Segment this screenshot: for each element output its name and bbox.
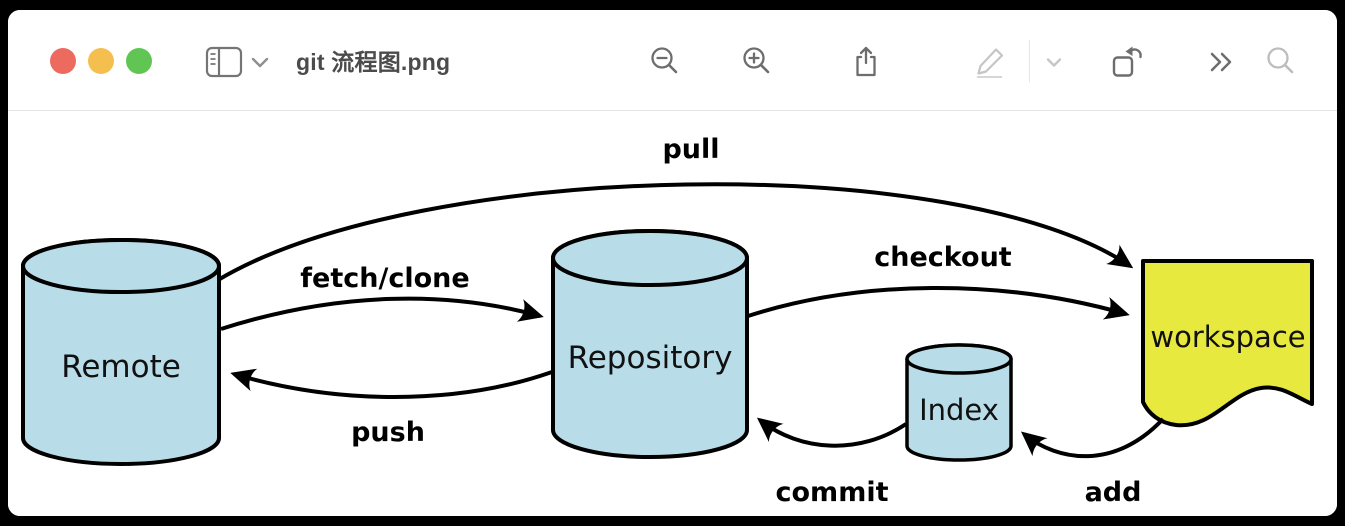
edge-pull xyxy=(216,182,1134,282)
node-workspace: workspace xyxy=(1141,259,1314,428)
minimize-button[interactable] xyxy=(88,48,114,74)
edge-add xyxy=(1020,417,1165,459)
edge-fetch-clone xyxy=(220,296,544,331)
zoom-out-button[interactable] xyxy=(645,42,685,82)
node-repository-label: Repository xyxy=(568,340,733,376)
edge-push-label: push xyxy=(351,417,425,448)
pencil-icon xyxy=(977,48,1004,78)
edge-fetch-clone-label: fetch/clone xyxy=(300,263,469,294)
rotate-left-icon xyxy=(1112,46,1142,77)
magnifier-minus-icon xyxy=(651,47,678,74)
diagram-edges xyxy=(216,182,1165,459)
rotate-left-button[interactable] xyxy=(1108,42,1148,82)
chevron-down-icon xyxy=(251,57,269,68)
node-index-label: Index xyxy=(919,393,999,427)
sidebar-toggle-button[interactable] xyxy=(204,42,244,82)
close-button[interactable] xyxy=(50,48,76,74)
edge-commit xyxy=(756,417,908,448)
edge-commit-label: commit xyxy=(776,477,889,508)
edge-add-label: add xyxy=(1085,477,1142,508)
node-index: Index xyxy=(905,343,1013,462)
search-button[interactable] xyxy=(1261,42,1301,82)
more-tools-button[interactable] xyxy=(1202,42,1242,82)
chevron-down-icon xyxy=(1046,58,1062,67)
magnifier-plus-icon xyxy=(743,47,770,74)
toolbar-divider xyxy=(1029,40,1030,82)
node-remote-label: Remote xyxy=(61,349,181,385)
node-repository: Repository xyxy=(551,229,749,459)
markup-menu-button[interactable] xyxy=(1040,42,1068,82)
node-remote: Remote xyxy=(21,238,221,466)
search-icon xyxy=(1267,47,1294,74)
titlebar: git 流程图.png xyxy=(8,10,1337,111)
edge-checkout-label: checkout xyxy=(874,242,1012,273)
document-canvas: Remote Repository Index workspa xyxy=(8,111,1337,516)
double-chevron-right-icon xyxy=(1210,52,1232,72)
edge-pull-label: pull xyxy=(662,134,719,165)
share-button[interactable] xyxy=(846,42,886,82)
markup-button[interactable] xyxy=(970,42,1010,82)
node-workspace-label: workspace xyxy=(1150,320,1305,354)
sidebar-panel-icon xyxy=(205,46,243,78)
share-icon xyxy=(856,46,876,77)
git-flow-diagram: Remote Repository Index workspa xyxy=(21,134,1314,508)
edge-checkout xyxy=(747,286,1130,320)
window-title: git 流程图.png xyxy=(296,49,451,75)
zoom-in-button[interactable] xyxy=(737,42,777,82)
zoom-window-button[interactable] xyxy=(126,48,152,74)
view-menu-button[interactable] xyxy=(248,42,272,82)
edge-push xyxy=(230,368,553,399)
preview-window: git 流程图.png xyxy=(8,10,1337,516)
